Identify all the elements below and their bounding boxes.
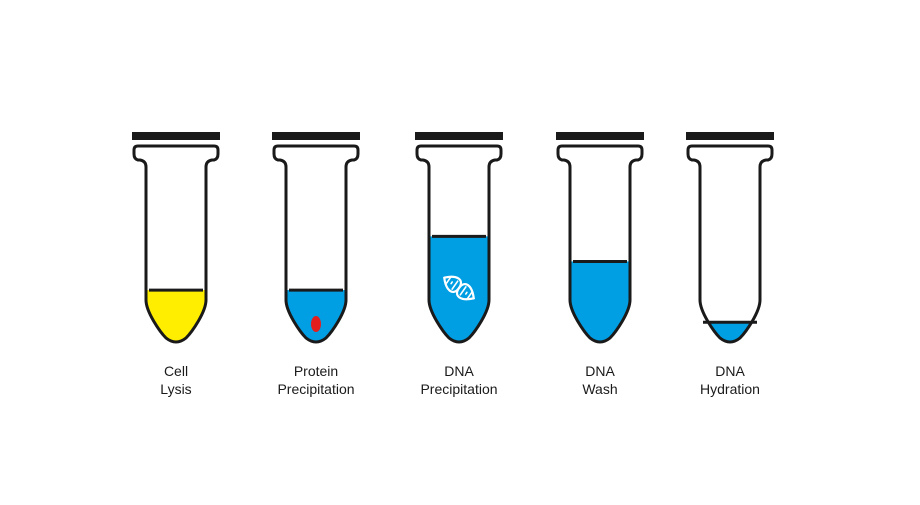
- tube-cap: [686, 132, 774, 140]
- tube-outline: [556, 144, 644, 344]
- tube-label-line2: Lysis: [160, 381, 192, 397]
- tube-liquid: [429, 236, 489, 342]
- tube-protein-precipitation: [272, 132, 360, 344]
- tube-dna-wash: [556, 132, 644, 344]
- tube-cap: [556, 132, 644, 140]
- dna-helix-icon: [443, 275, 475, 301]
- tube-outline: [415, 144, 503, 344]
- tube-label-dna-precipitation: DNA Precipitation: [379, 362, 539, 398]
- tube-dna-precipitation: [415, 132, 503, 344]
- tube-label-line1: Cell: [163, 363, 189, 379]
- tube-label-line2: Wash: [582, 381, 618, 397]
- tube-cap: [272, 132, 360, 140]
- tube-label-line2: Precipitation: [420, 381, 498, 397]
- tube-label-dna-wash: DNA Wash: [520, 362, 680, 398]
- tube-label-line1: Protein: [293, 363, 339, 379]
- tube-label-cell-lysis: Cell Lysis: [96, 362, 256, 398]
- tube-label-protein-precipitation: Protein Precipitation: [236, 362, 396, 398]
- tube-label-line1: DNA: [444, 363, 474, 379]
- tube-label-line1: DNA: [585, 363, 615, 379]
- protein-pellet: [311, 316, 321, 332]
- tube-label-line2: Precipitation: [277, 381, 355, 397]
- tube-label-line2: Hydration: [700, 381, 760, 397]
- tube-label-dna-hydration: DNA Hydration: [650, 362, 810, 398]
- tube-liquid: [570, 261, 630, 342]
- tube-dna-hydration: [686, 132, 774, 344]
- tube-cap: [132, 132, 220, 140]
- tube-label-line1: DNA: [715, 363, 745, 379]
- tube-outline: [686, 144, 774, 344]
- tube-outline: [272, 144, 360, 344]
- tube-cell-lysis: [132, 132, 220, 344]
- tube-outline: [132, 144, 220, 344]
- tube-cap: [415, 132, 503, 140]
- tube-liquid: [700, 322, 760, 342]
